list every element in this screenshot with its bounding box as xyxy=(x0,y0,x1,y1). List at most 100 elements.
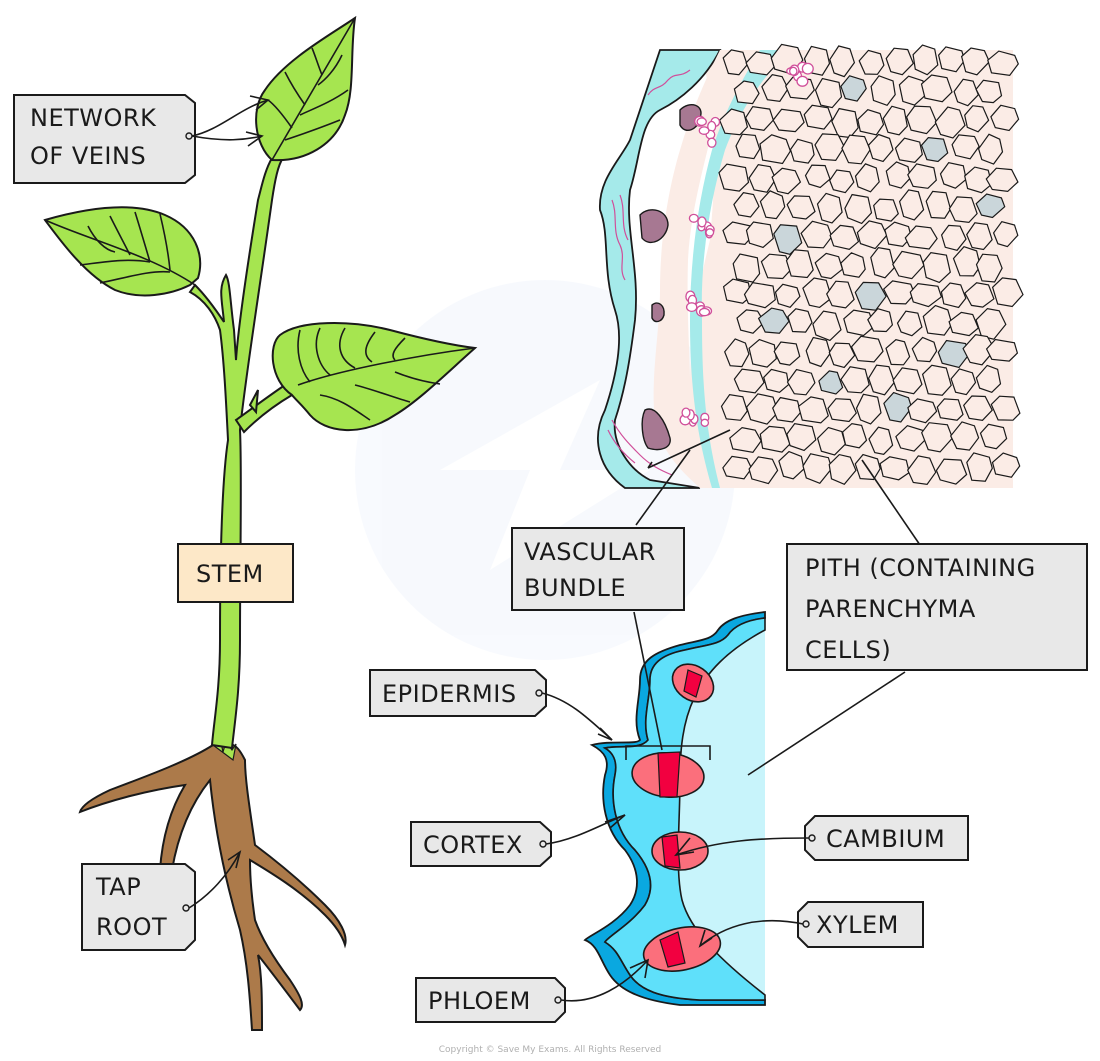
phloem-cell xyxy=(698,307,711,317)
vascular-bundle-top xyxy=(671,663,715,703)
grey-parenchyma-cell xyxy=(840,75,867,102)
parenchyma-cell xyxy=(827,398,858,423)
parenchyma-cell xyxy=(937,46,966,73)
svg-text:CELLS): CELLS) xyxy=(805,636,891,664)
parenchyma-cell xyxy=(905,105,938,135)
left-leaf xyxy=(43,206,202,297)
stem-section-diagram xyxy=(583,610,766,1006)
parenchyma-cell xyxy=(935,458,968,485)
parenchyma-cell xyxy=(873,198,899,222)
parenchyma-cell xyxy=(858,49,885,75)
parenchyma-cell xyxy=(867,133,894,163)
parenchyma-cell xyxy=(867,364,896,396)
phloem-cell xyxy=(697,216,707,228)
parenchyma-cell xyxy=(907,163,937,189)
parenchyma-cell xyxy=(975,79,1003,104)
svg-text:PHLOEM: PHLOEM xyxy=(428,987,531,1015)
parenchyma-cell xyxy=(828,453,857,486)
leader-pith-top xyxy=(861,459,921,546)
parenchyma-cell xyxy=(950,368,977,396)
parenchyma-cell xyxy=(966,222,993,251)
right-leaf xyxy=(271,322,478,432)
parenchyma-cell xyxy=(949,421,980,451)
parenchyma-cell xyxy=(787,308,813,333)
micrograph-cross-section xyxy=(597,43,1024,489)
parenchyma-cell xyxy=(925,190,952,219)
parenchyma-cell xyxy=(909,282,943,308)
parenchyma-cell xyxy=(867,308,894,333)
parenchyma-cell xyxy=(800,220,833,249)
parenchyma-cell xyxy=(856,220,888,250)
parenchyma-cell xyxy=(812,310,842,342)
vascular-bundle-main xyxy=(631,751,705,798)
svg-text:NETWORK: NETWORK xyxy=(30,104,157,132)
parenchyma-cell xyxy=(748,338,777,368)
parenchyma-cell xyxy=(990,104,1020,132)
parenchyma-cell xyxy=(898,189,925,221)
parenchyma-cell xyxy=(936,398,964,421)
parenchyma-cell xyxy=(934,106,966,139)
phloem-cell xyxy=(700,418,710,427)
phloem-cell xyxy=(707,137,717,148)
bundle-bracket xyxy=(625,745,711,760)
svg-text:ROOT: ROOT xyxy=(96,913,167,941)
parenchyma-cell xyxy=(940,224,967,251)
parenchyma-cell xyxy=(785,249,814,279)
parenchyma-cell xyxy=(921,422,954,453)
svg-text:PARENCHYMA: PARENCHYMA xyxy=(805,595,976,623)
phloem-cell xyxy=(696,117,707,127)
parenchyma-cell xyxy=(733,80,760,105)
parenchyma-cell xyxy=(729,426,762,454)
parenchyma-cell xyxy=(778,450,805,480)
label-vascular-bundle: VASCULAR BUNDLE xyxy=(511,527,685,751)
parenchyma-cell xyxy=(963,395,993,421)
phloem-cell xyxy=(698,126,710,135)
phloem-cell xyxy=(685,302,698,313)
parenchyma-cell xyxy=(990,395,1021,421)
label-phloem: PHLOEM xyxy=(415,958,650,1023)
parenchyma-cell xyxy=(962,333,996,366)
parenchyma-cell xyxy=(885,47,915,76)
parenchyma-cell xyxy=(786,423,817,452)
parenchyma-cell xyxy=(786,195,816,220)
parenchyma-cell xyxy=(840,366,870,394)
parenchyma-cell xyxy=(952,246,981,277)
parenchyma-cell xyxy=(826,280,855,309)
parenchyma-cell xyxy=(953,78,979,107)
svg-text:CAMBIUM: CAMBIUM xyxy=(826,825,945,853)
parenchyma-cell xyxy=(844,193,873,225)
parenchyma-cell xyxy=(763,368,790,393)
phloem-cell xyxy=(796,75,809,87)
parenchyma-cell xyxy=(722,278,752,304)
svg-text:BUNDLE: BUNDLE xyxy=(524,574,626,602)
parenchyma-cell xyxy=(745,393,779,425)
parenchyma-cell xyxy=(748,164,777,193)
phloem-clusters xyxy=(679,61,814,427)
parenchyma-cell xyxy=(975,307,1007,340)
phloem-cell xyxy=(789,66,798,76)
parenchyma-cell xyxy=(829,224,860,250)
parenchyma-cell xyxy=(979,423,1008,450)
parenchyma-cell xyxy=(991,277,1024,308)
parenchyma-cell xyxy=(922,304,953,336)
parenchyma-cell xyxy=(772,108,805,133)
parenchyma-cell xyxy=(732,253,761,283)
parenchyma-cell xyxy=(892,250,925,280)
grey-parenchyma-cell xyxy=(920,136,949,163)
parenchyma-cell xyxy=(735,133,761,160)
parenchyma-cell xyxy=(814,252,844,280)
parenchyma-cell xyxy=(804,164,831,189)
parenchyma-cell xyxy=(771,167,802,195)
parenchyma-cell xyxy=(841,422,868,449)
parenchyma-cell xyxy=(951,134,980,160)
parenchyma-cell xyxy=(722,455,753,480)
parenchyma-cell xyxy=(885,161,912,189)
parenchyma-cell xyxy=(736,309,766,334)
label-xylem: XYLEM xyxy=(698,901,924,948)
svg-text:VASCULAR: VASCULAR xyxy=(524,538,656,566)
parenchyma-cell xyxy=(761,74,789,102)
phloem-cell xyxy=(688,213,699,223)
parenchyma-cell xyxy=(977,133,1004,165)
parenchyma-cell xyxy=(802,277,833,309)
parenchyma-cell xyxy=(733,192,760,218)
